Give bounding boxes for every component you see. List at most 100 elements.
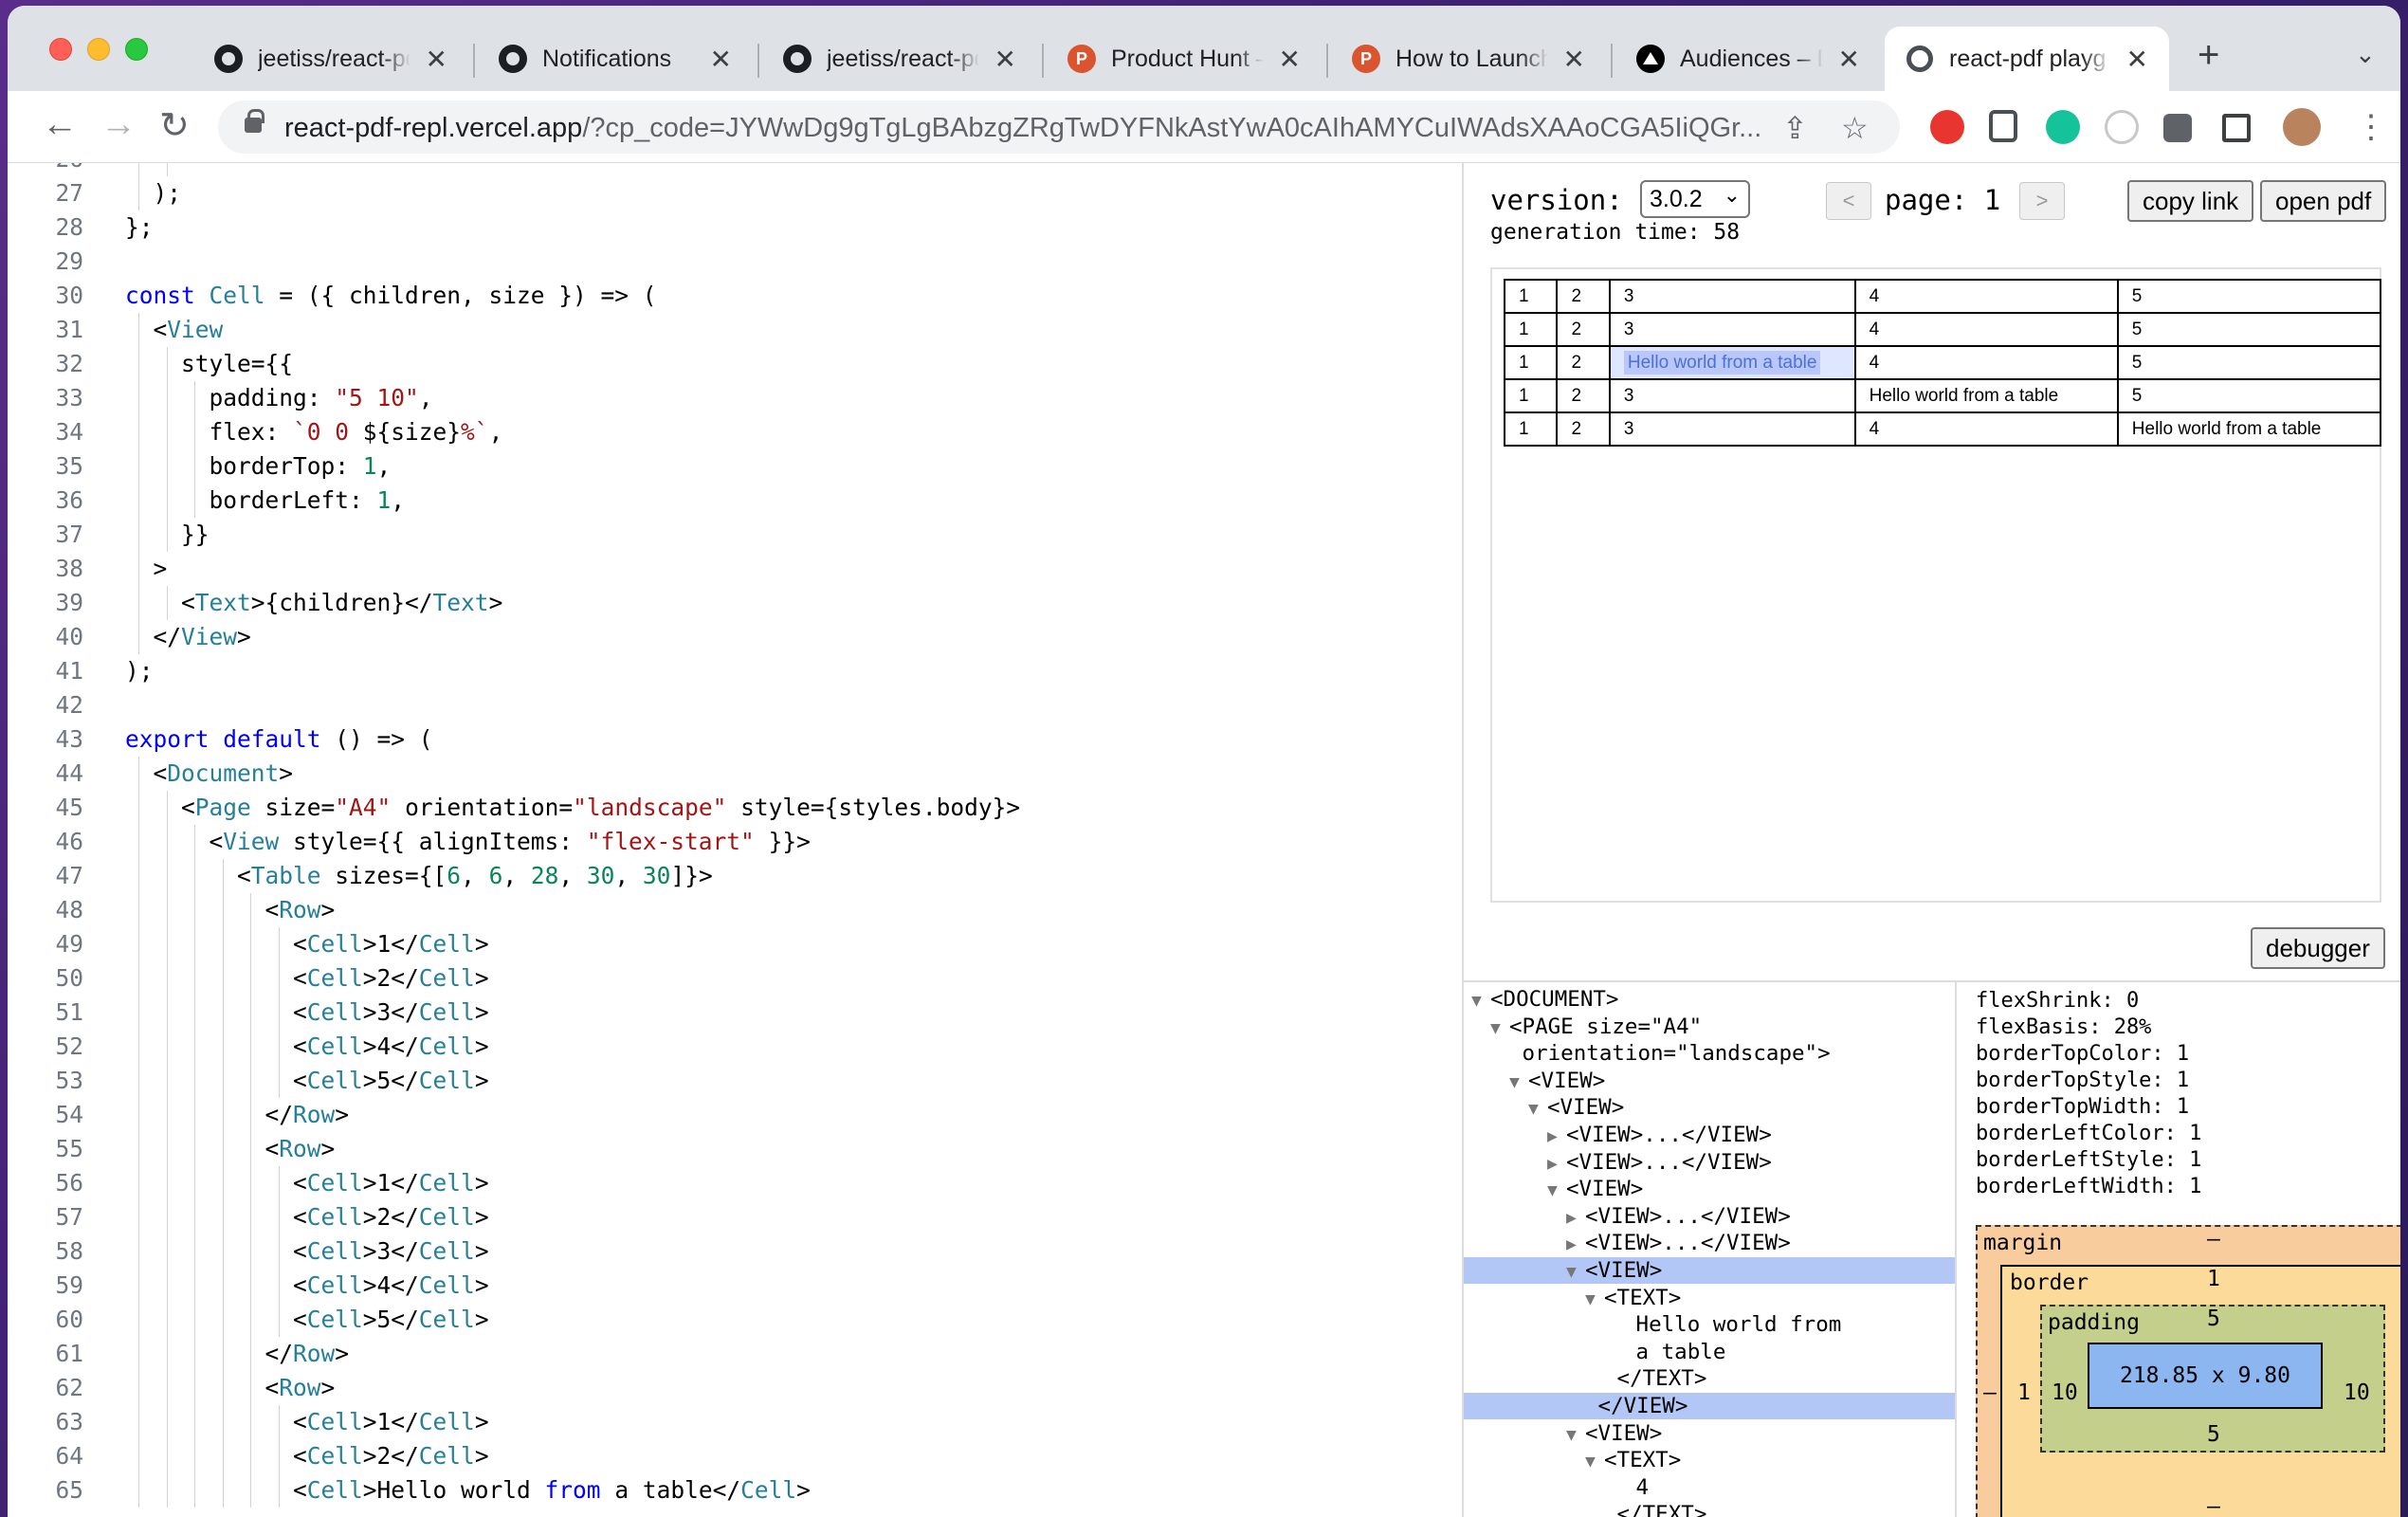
code-line[interactable]: 29 xyxy=(8,245,1462,279)
debugger-tree[interactable]: ▼<DOCUMENT>▼<PAGE size="A4" orientation=… xyxy=(1464,980,1957,1517)
expand-triangle-icon[interactable]: ▶ xyxy=(1566,1234,1577,1255)
tree-node[interactable]: ▼<VIEW> xyxy=(1464,1176,1955,1202)
code-line[interactable]: 59 <Cell>4</Cell> xyxy=(8,1269,1462,1303)
tree-node[interactable]: </TEXT> xyxy=(1464,1501,1955,1517)
close-window-button[interactable] xyxy=(49,38,72,61)
collapse-triangle-icon[interactable]: ▼ xyxy=(1509,1071,1520,1092)
expand-triangle-icon[interactable]: ▶ xyxy=(1547,1126,1558,1146)
tree-node[interactable]: orientation="landscape"> xyxy=(1464,1040,1955,1067)
code-line[interactable]: 53 <Cell>5</Cell> xyxy=(8,1064,1462,1098)
tree-node[interactable]: ▼<TEXT> xyxy=(1464,1447,1955,1473)
code-line[interactable]: 34 flex: `0 0 ${size}%`, xyxy=(8,415,1462,449)
back-button[interactable]: ← xyxy=(42,104,78,144)
tree-node[interactable]: ▼<DOCUMENT> xyxy=(1464,986,1955,1013)
tree-node[interactable]: </VIEW> xyxy=(1464,1393,1955,1419)
pdf-table-cell[interactable]: 2 xyxy=(1556,411,1611,447)
tree-node[interactable]: ▶<VIEW>...</VIEW> xyxy=(1464,1203,1955,1230)
pdf-table-cell[interactable]: 2 xyxy=(1556,312,1611,347)
code-line[interactable]: 62 <Row> xyxy=(8,1371,1462,1405)
code-line[interactable]: 52 <Cell>4</Cell> xyxy=(8,1030,1462,1064)
ublock-extension-icon[interactable] xyxy=(1930,110,1964,144)
pdf-table-cell[interactable]: 3 xyxy=(1608,378,1856,413)
pdf-table-cell[interactable]: 4 xyxy=(1853,312,2119,347)
tree-node[interactable]: ▶<VIEW>...</VIEW> xyxy=(1464,1149,1955,1176)
tab-3[interactable]: jeetiss/react-pdf✕ xyxy=(762,27,1037,91)
pdf-table-cell[interactable]: 3 xyxy=(1608,312,1856,347)
code-line[interactable]: 26 xyxy=(8,163,1462,176)
code-line[interactable]: 36 borderLeft: 1, xyxy=(8,484,1462,518)
version-select[interactable]: 3.0.2 ⌄ xyxy=(1640,180,1750,218)
tree-node[interactable]: ▶<VIEW>...</VIEW> xyxy=(1464,1122,1955,1148)
code-line[interactable]: 56 <Cell>1</Cell> xyxy=(8,1166,1462,1200)
pdf-table-cell[interactable]: 1 xyxy=(1503,279,1559,314)
grammarly-extension-icon[interactable] xyxy=(2046,110,2080,144)
code-line[interactable]: 37 }} xyxy=(8,518,1462,552)
close-icon[interactable]: ✕ xyxy=(1278,44,1301,74)
code-line[interactable]: 42 xyxy=(8,688,1462,722)
code-line[interactable]: 47 <Table sizes={[6, 6, 28, 30, 30]}> xyxy=(8,859,1462,893)
expand-triangle-icon[interactable]: ▶ xyxy=(1566,1207,1577,1228)
pdf-table-cell[interactable]: 4 xyxy=(1853,411,2119,447)
bookmark-star-icon[interactable]: ☆ xyxy=(1841,111,1869,145)
tree-node[interactable]: </TEXT> xyxy=(1464,1365,1955,1392)
code-line[interactable]: 44 <Document> xyxy=(8,757,1462,791)
pdf-table-cell[interactable]: 3 xyxy=(1608,279,1856,314)
collapse-triangle-icon[interactable]: ▼ xyxy=(1585,1452,1596,1472)
tree-node[interactable]: ▼<VIEW> xyxy=(1464,1068,1955,1094)
debugger-button[interactable]: debugger xyxy=(2251,927,2385,969)
code-line[interactable]: 60 <Cell>5</Cell> xyxy=(8,1303,1462,1337)
forward-button[interactable]: → xyxy=(100,104,137,144)
code-line[interactable]: 55 <Row> xyxy=(8,1132,1462,1166)
close-icon[interactable]: ✕ xyxy=(2125,44,2148,74)
tree-node[interactable]: ▼<PAGE size="A4" xyxy=(1464,1014,1955,1040)
code-line[interactable]: 45 <Page size="A4" orientation="landscap… xyxy=(8,791,1462,825)
bitwarden-extension-icon[interactable] xyxy=(1989,110,2017,142)
url-text[interactable]: react-pdf-repl.vercel.app/?cp_code=JYWwD… xyxy=(284,113,1762,143)
code-line[interactable]: 49 <Cell>1</Cell> xyxy=(8,927,1462,961)
close-icon[interactable]: ✕ xyxy=(1562,44,1585,74)
extension-icon[interactable] xyxy=(2105,110,2139,144)
pdf-table-cell[interactable]: 1 xyxy=(1503,411,1559,447)
tree-node[interactable]: ▶<VIEW>...</VIEW> xyxy=(1464,1230,1955,1256)
browser-menu-icon[interactable]: ⋮ xyxy=(2355,109,2387,145)
collapse-triangle-icon[interactable]: ▼ xyxy=(1566,1424,1577,1445)
share-icon[interactable]: ⇪ xyxy=(1782,111,1808,145)
puzzle-extensions-icon[interactable] xyxy=(2163,114,2192,142)
pdf-table-cell[interactable]: 5 xyxy=(2116,378,2382,413)
tree-node[interactable]: 4 xyxy=(1464,1474,1955,1501)
open-pdf-button[interactable]: open pdf xyxy=(2260,180,2387,222)
tree-node[interactable]: ▼<VIEW> xyxy=(1464,1257,1955,1284)
code-line[interactable]: 63 <Cell>1</Cell> xyxy=(8,1405,1462,1439)
prev-page-button[interactable]: < xyxy=(1826,182,1871,220)
pdf-table-cell[interactable]: 5 xyxy=(2116,345,2382,380)
code-line[interactable]: 57 <Cell>2</Cell> xyxy=(8,1200,1462,1234)
collapse-triangle-icon[interactable]: ▼ xyxy=(1585,1289,1596,1309)
pdf-table-cell[interactable]: 4 xyxy=(1853,345,2119,380)
collapse-triangle-icon[interactable]: ▼ xyxy=(1471,991,1482,1011)
expand-triangle-icon[interactable]: ▶ xyxy=(1547,1153,1558,1174)
code-line[interactable]: 39 <Text>{children}</Text> xyxy=(8,586,1462,620)
code-line[interactable]: 35 borderTop: 1, xyxy=(8,449,1462,484)
close-icon[interactable]: ✕ xyxy=(425,44,447,74)
tab-7[interactable]: react-pdf playg✕ xyxy=(1885,27,2169,91)
code-line[interactable]: 54 </Row> xyxy=(8,1098,1462,1132)
next-page-button[interactable]: > xyxy=(2019,182,2065,220)
tab-2[interactable]: Notifications✕ xyxy=(478,27,753,91)
lock-icon[interactable] xyxy=(245,109,265,133)
collapse-triangle-icon[interactable]: ▼ xyxy=(1566,1262,1577,1282)
pdf-table-cell[interactable]: 3 xyxy=(1608,411,1856,447)
code-line[interactable]: 41); xyxy=(8,654,1462,688)
tree-node[interactable]: ▼<VIEW> xyxy=(1464,1094,1955,1121)
profile-avatar[interactable] xyxy=(2283,108,2321,146)
tree-node[interactable]: ▼<TEXT> xyxy=(1464,1285,1955,1311)
code-line[interactable]: 51 <Cell>3</Cell> xyxy=(8,996,1462,1030)
tab-search-button[interactable]: ⌄ xyxy=(2355,40,2376,68)
collapse-triangle-icon[interactable]: ▼ xyxy=(1490,1017,1501,1038)
pdf-table-cell[interactable]: 2 xyxy=(1556,378,1611,413)
code-line[interactable]: 38 > xyxy=(8,552,1462,586)
